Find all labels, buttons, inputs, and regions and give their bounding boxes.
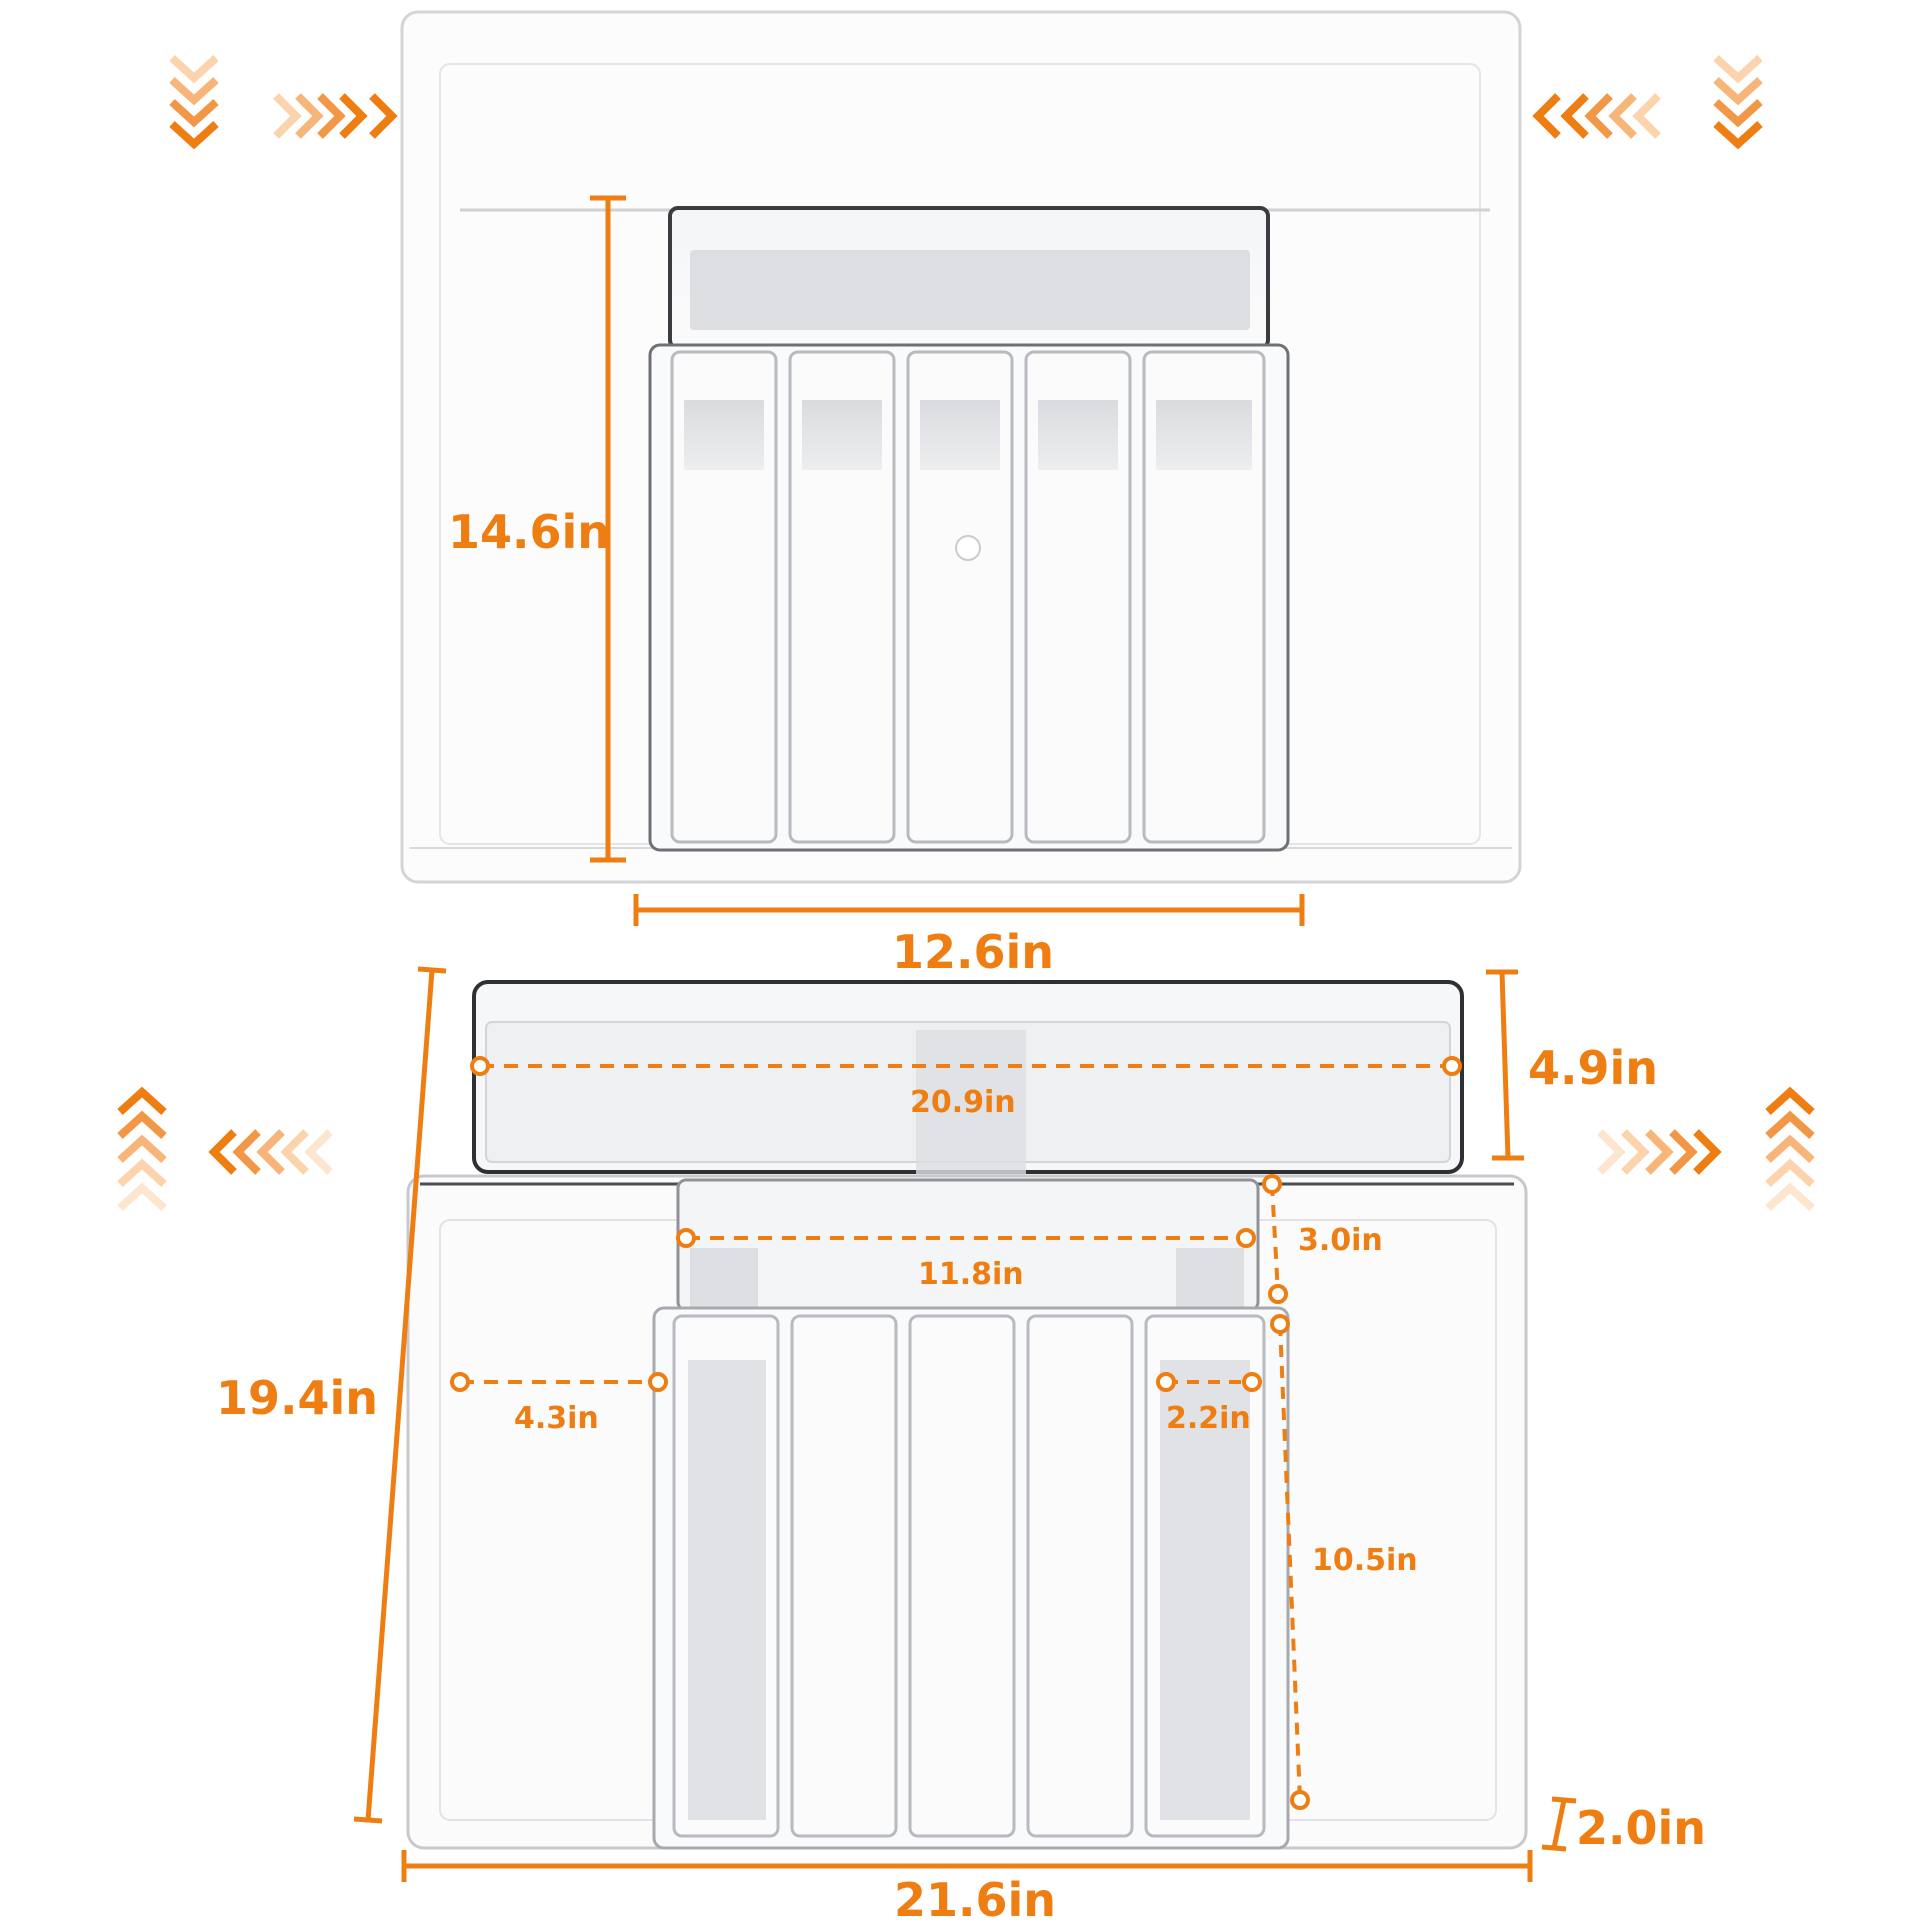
slot-width-line	[1156, 1372, 1262, 1392]
side-width-line	[450, 1372, 668, 1392]
inner-rear-tray-shade	[1176, 1248, 1244, 1308]
chevrons-up-icon	[1765, 1086, 1815, 1211]
side-width-label: 4.3in	[514, 1401, 599, 1436]
slot-shade	[1160, 1360, 1250, 1820]
width-label: 12.6in	[892, 925, 1054, 979]
inner-rear-tray-shade	[690, 250, 1250, 330]
slot-shade	[1156, 400, 1252, 470]
depth-dimension-line	[353, 966, 447, 1824]
slot-shade	[684, 400, 764, 470]
slot-shade	[688, 1360, 766, 1820]
chevrons-left-icon	[208, 1129, 333, 1175]
overall-width-label: 21.6in	[894, 1873, 1056, 1920]
height-label: 14.6in	[448, 505, 610, 559]
organizer-top-view: 14.6in 12.6in	[169, 10, 1763, 979]
rear-tray-width-label: 20.9in	[910, 1085, 1016, 1120]
depth-label: 19.4in	[216, 1371, 378, 1425]
slot	[1024, 350, 1132, 844]
slot-length-line	[1270, 1314, 1310, 1810]
inner-rear-tray-shade	[690, 1248, 758, 1308]
height-dimension-line	[1541, 1796, 1577, 1852]
slot	[788, 350, 896, 844]
slots-top	[670, 350, 1266, 844]
slot	[670, 350, 778, 844]
slot-width-label: 2.2in	[1166, 1401, 1251, 1436]
inner-tray-depth-label: 3.0in	[1298, 1223, 1383, 1258]
slot-length-label: 10.5in	[1312, 1543, 1418, 1578]
rear-tray-depth-label: 4.9in	[1528, 1041, 1658, 1095]
overall-width-line	[401, 1850, 1533, 1882]
slot	[1142, 350, 1266, 844]
inner-tray-width-line	[676, 1228, 1256, 1248]
organizer-bottom-view: 19.4in 20.9in 4.9in 11.8in 3.0in	[117, 966, 1815, 1920]
inner-tray-depth-line	[1262, 1174, 1288, 1304]
slot	[790, 1314, 898, 1838]
slot-shade	[1038, 400, 1118, 470]
chevrons-up-icon	[117, 1086, 167, 1211]
chevrons-right-icon	[273, 93, 398, 139]
slot	[1026, 1314, 1134, 1838]
slot	[908, 1314, 1016, 1838]
center-hole	[955, 535, 981, 561]
chevrons-left-icon	[1532, 93, 1661, 139]
rear-tray-depth-line	[1486, 969, 1524, 1161]
chevrons-right-icon	[1597, 1129, 1722, 1175]
inner-tray-width-label: 11.8in	[918, 1257, 1024, 1292]
width-dimension-line	[633, 894, 1305, 926]
slots-bottom	[672, 1314, 1266, 1838]
chevrons-down-icon	[169, 55, 219, 150]
slot-shade	[920, 400, 1000, 470]
height-label: 2.0in	[1576, 1801, 1706, 1855]
rear-tray-width-line	[470, 1056, 1462, 1076]
height-dimension-line	[590, 195, 626, 863]
slot	[906, 350, 1014, 844]
chevrons-down-icon	[1713, 55, 1763, 150]
slot-shade	[802, 400, 882, 470]
